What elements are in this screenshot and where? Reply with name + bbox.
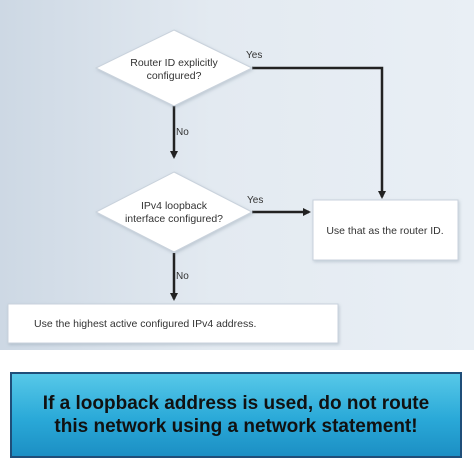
- decision-loopback-line-2: interface configured?: [125, 213, 223, 225]
- callout-banner: If a loopback address is used, do not ro…: [10, 372, 462, 458]
- label-no-router-id: No: [176, 127, 189, 138]
- decision-loopback-diamond: [94, 171, 254, 253]
- decision-router-id-diamond: [94, 29, 254, 107]
- result-highest-address-text: Use the highest active configured IPv4 a…: [34, 318, 256, 330]
- result-highest-address-box: [7, 303, 339, 344]
- label-yes-router-id: Yes: [246, 50, 262, 61]
- flowchart-panel: Router ID explicitly configured? IPv4 lo…: [0, 0, 474, 350]
- connector-yes-router-id: [252, 66, 386, 199]
- result-use-router-id-text: Use that as the router ID.: [326, 225, 443, 237]
- callout-text: If a loopback address is used, do not ro…: [42, 393, 430, 437]
- flowchart-diagram: Router ID explicitly configured? IPv4 lo…: [7, 29, 459, 344]
- result-use-router-id-box: [312, 199, 459, 261]
- label-yes-loopback: Yes: [247, 195, 263, 206]
- label-no-loopback: No: [176, 271, 189, 282]
- decision-router-id-line-2: configured?: [147, 70, 202, 82]
- decision-loopback-line-1: IPv4 loopback: [141, 200, 208, 212]
- decision-router-id-line-1: Router ID explicitly: [130, 57, 218, 69]
